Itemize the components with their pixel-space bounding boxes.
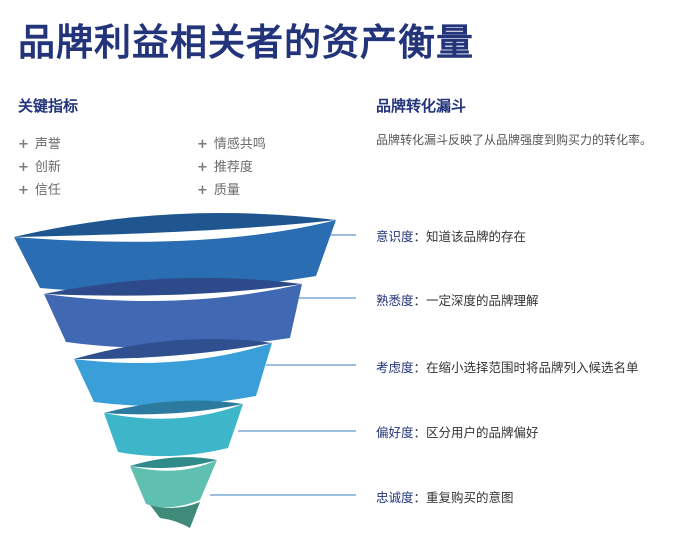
funnel-tip — [150, 502, 200, 528]
stage-label: 意识度：知道该品牌的存在 — [376, 226, 526, 245]
metric-item: + 质量 — [197, 179, 240, 198]
metric-label: 信任 — [34, 183, 61, 198]
plus-icon: + — [18, 160, 29, 175]
stage-name: 考虑度 — [376, 360, 414, 375]
plus-icon: + — [197, 137, 208, 152]
metric-label: 情感共鸣 — [213, 137, 266, 152]
funnel-stage-2 — [44, 284, 302, 349]
stage-name: 意识度 — [376, 229, 414, 244]
stage-text: 一定深度的品牌理解 — [426, 293, 539, 308]
plus-icon: + — [197, 160, 208, 175]
metric-item: + 创新 — [18, 156, 61, 175]
stage-label: 熟悉度：一定深度的品牌理解 — [376, 290, 539, 309]
metrics-heading: 关键指标 — [18, 97, 79, 115]
funnel-stage-2-back — [44, 277, 302, 296]
funnel-stage-4-back — [104, 400, 243, 415]
stage-colon: ： — [413, 293, 427, 308]
metric-item: + 情感共鸣 — [197, 133, 266, 152]
plus-icon: + — [18, 183, 29, 198]
stage-colon: ： — [413, 229, 427, 244]
stage-label: 考虑度：在缩小选择范围时将品牌列入候选名单 — [376, 357, 639, 376]
stage-name: 熟悉度 — [376, 293, 414, 308]
stage-colon: ： — [413, 425, 427, 440]
stage-colon: ： — [413, 360, 427, 375]
metric-item: + 信任 — [18, 179, 61, 198]
funnel-stage-4 — [104, 404, 243, 457]
metric-label: 创新 — [34, 160, 61, 175]
metric-item: + 声誉 — [18, 133, 61, 152]
stage-text: 重复购买的意图 — [426, 490, 514, 505]
metric-label: 推荐度 — [213, 160, 253, 175]
funnel-stage-3-back — [74, 338, 272, 360]
metric-label: 质量 — [213, 183, 240, 198]
stage-label: 偏好度：区分用户的品牌偏好 — [376, 422, 539, 441]
funnel-stage-3 — [74, 343, 272, 406]
stage-label: 忠诚度：重复购买的意图 — [376, 487, 514, 506]
funnel-description: 品牌转化漏斗反映了从品牌强度到购买力的转化率。 — [376, 133, 653, 147]
metric-item: + 推荐度 — [197, 156, 253, 175]
page-title: 品牌利益相关者的资产衡量 — [18, 21, 474, 64]
stage-name: 忠诚度 — [376, 490, 414, 505]
funnel-stage-5 — [130, 460, 217, 508]
stage-text: 在缩小选择范围时将品牌列入候选名单 — [426, 360, 639, 375]
funnel-stage-5-back — [130, 457, 217, 468]
funnel-stage-1 — [14, 220, 336, 292]
stage-name: 偏好度 — [376, 425, 414, 440]
metric-label: 声誉 — [34, 137, 61, 152]
plus-icon: + — [18, 137, 29, 152]
stage-text: 知道该品牌的存在 — [426, 229, 527, 244]
plus-icon: + — [197, 183, 208, 198]
funnel-stage-1-back — [14, 212, 336, 237]
stage-text: 区分用户的品牌偏好 — [426, 425, 539, 440]
stage-colon: ： — [413, 490, 427, 505]
funnel-heading: 品牌转化漏斗 — [376, 97, 467, 115]
